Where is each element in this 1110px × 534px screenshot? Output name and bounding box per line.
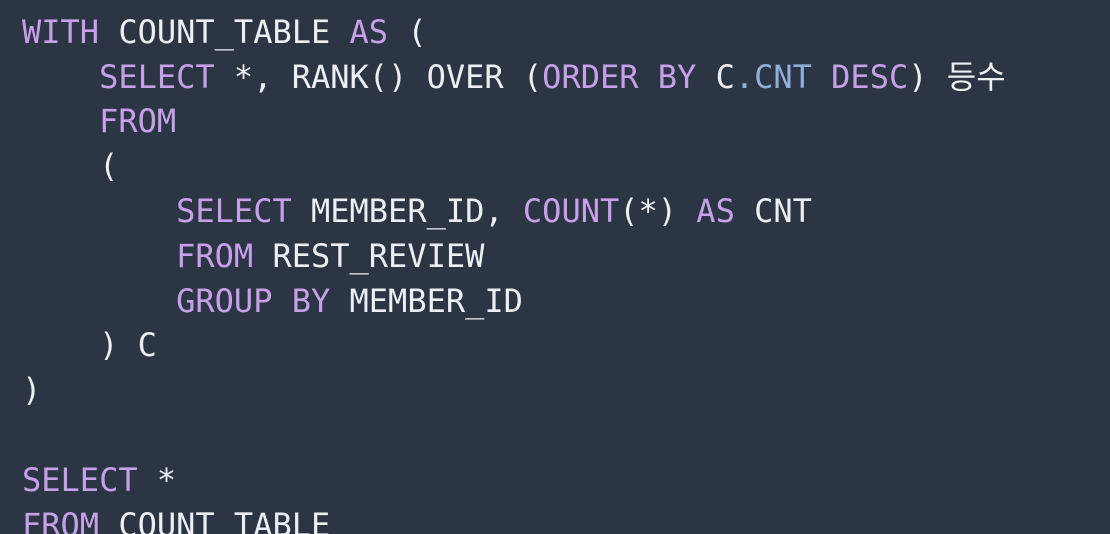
code-token: ) C [22,326,157,364]
code-line: ) [22,368,41,413]
code-token [22,237,176,275]
code-line: WITH COUNT_TABLE AS ( [22,10,427,55]
code-token: ) 등수 [908,58,1006,96]
code-token: *, RANK() OVER ( [214,58,543,96]
code-line: FROM COUNT_TABLE [22,503,330,534]
code-line: GROUP BY MEMBER_ID [22,279,523,324]
code-line: FROM [22,99,176,144]
sql-keyword: FROM [99,102,177,140]
code-token [22,102,99,140]
column-ref: CNT [754,58,812,96]
code-token: REST_REVIEW [253,237,485,275]
sql-keyword: FROM [176,237,254,275]
sql-keyword: COUNT [522,192,620,230]
code-token: MEMBER_ID, [291,192,523,230]
code-line: SELECT * [22,458,176,503]
code-token [22,192,176,230]
sql-keyword: FROM [22,506,100,534]
code-token: (*) [619,192,697,230]
sql-keyword: SELECT [22,461,138,499]
sql-keyword: AS [349,13,389,51]
code-line: SELECT MEMBER_ID, COUNT(*) AS CNT [22,189,812,234]
code-token: CNT [734,192,812,230]
code-token: ( [388,13,427,51]
code-token: C [696,58,735,96]
sql-keyword: AS [696,192,735,230]
code-token: . [734,58,755,96]
code-line: SELECT *, RANK() OVER (ORDER BY C.CNT DE… [22,55,1006,100]
sql-keyword: GROUP BY [176,282,331,320]
code-token: MEMBER_ID [330,282,523,320]
code-token [22,58,99,96]
sql-keyword: WITH [22,13,100,51]
code-line: ) C [22,323,157,368]
sql-keyword: SELECT [99,58,215,96]
code-token [812,58,831,96]
code-line: FROM REST_REVIEW [22,234,484,279]
code-token [22,282,176,320]
sql-keyword: SELECT [176,192,292,230]
code-token: COUNT_TABLE [99,506,331,534]
code-token: * [137,461,177,499]
code-token: COUNT_TABLE [99,13,350,51]
sql-keyword: ORDER BY [542,58,697,96]
code-line: ( [22,144,118,189]
code-token: ( [22,147,119,185]
sql-keyword: DESC [831,58,909,96]
code-token: ) [22,371,42,409]
